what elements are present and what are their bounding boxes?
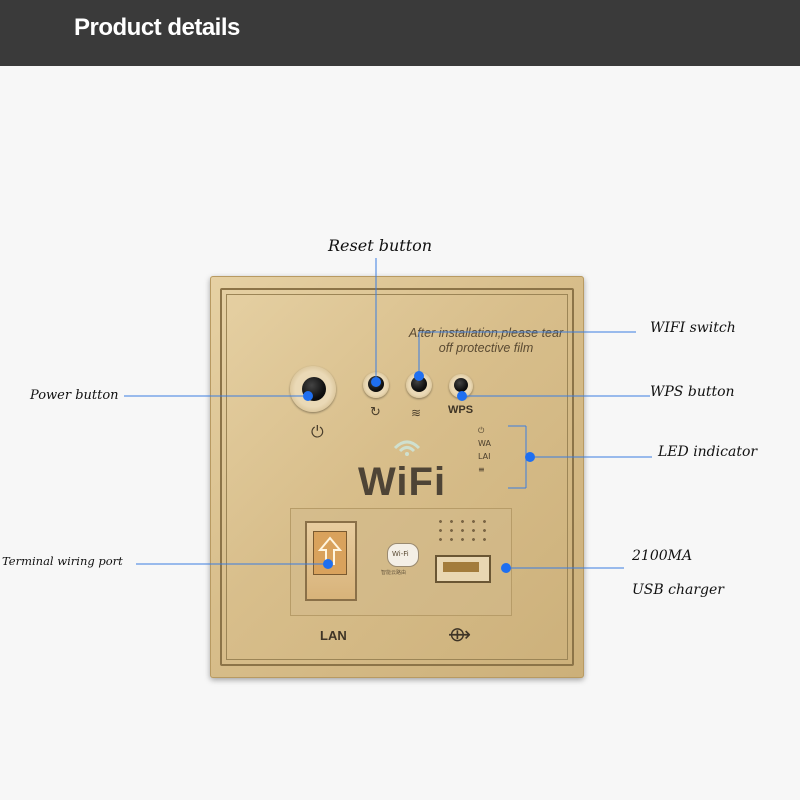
led-indicator-list: ⏻ WA LAI ≡ (478, 424, 491, 476)
panel-border (220, 288, 574, 666)
led-power-icon: ⏻ (478, 426, 485, 435)
header-bar: Product details (0, 0, 800, 66)
led-callout-dot (525, 452, 535, 462)
panel-border-inner (226, 294, 568, 660)
wifi-switch-callout-dot (414, 371, 424, 381)
usb-icon: ⟴ (448, 622, 472, 646)
page-title: Product details (74, 14, 240, 41)
usb-tongue (443, 562, 479, 572)
wps-callout-dot (457, 391, 467, 401)
reset-icon: ↻ (370, 405, 381, 420)
led-indicator-callout: LED indicator (658, 444, 758, 460)
usb-charger-callout: USB charger (632, 582, 724, 598)
reset-button-callout: Reset button (328, 236, 433, 255)
wifi-logo-text: WiFi (358, 460, 447, 504)
usb-callout-dot (501, 563, 511, 573)
wifi-switch-callout: WIFI switch (650, 320, 736, 336)
wps-button-callout: WPS button (650, 384, 735, 400)
usb-current-callout: 2100MA (632, 548, 693, 564)
led-wan-label: WA (478, 439, 491, 448)
wifi-icon: ≋ (411, 406, 422, 420)
lan-label: LAN (320, 628, 347, 643)
wifi-signal-icon (393, 440, 421, 456)
cloud-logo-text: Wi-Fi (392, 550, 409, 558)
vent-dots (435, 517, 491, 545)
terminal-callout-dot (323, 559, 333, 569)
protective-film-note: After installation,please tear off prote… (408, 326, 564, 355)
power-icon: ⏻ (311, 422, 324, 441)
power-callout-dot (303, 391, 313, 401)
usb-port[interactable] (435, 555, 491, 583)
wifi-switch-button[interactable] (411, 376, 427, 392)
cloud-router-logo: Wi-Fi (387, 543, 419, 567)
wps-button[interactable] (454, 378, 468, 392)
terminal-wiring-callout: Terminal wiring port (2, 554, 123, 568)
wifi-wall-socket-panel: After installation,please tear off prote… (210, 276, 584, 678)
led-lan-label: LAI (478, 452, 491, 461)
wps-label: WPS (448, 404, 474, 416)
led-wifi-icon: ≡ (478, 465, 485, 474)
cloud-caption: 智能云路由 (381, 570, 407, 576)
reset-callout-dot (371, 377, 381, 387)
power-button-callout: Power button (30, 388, 119, 403)
